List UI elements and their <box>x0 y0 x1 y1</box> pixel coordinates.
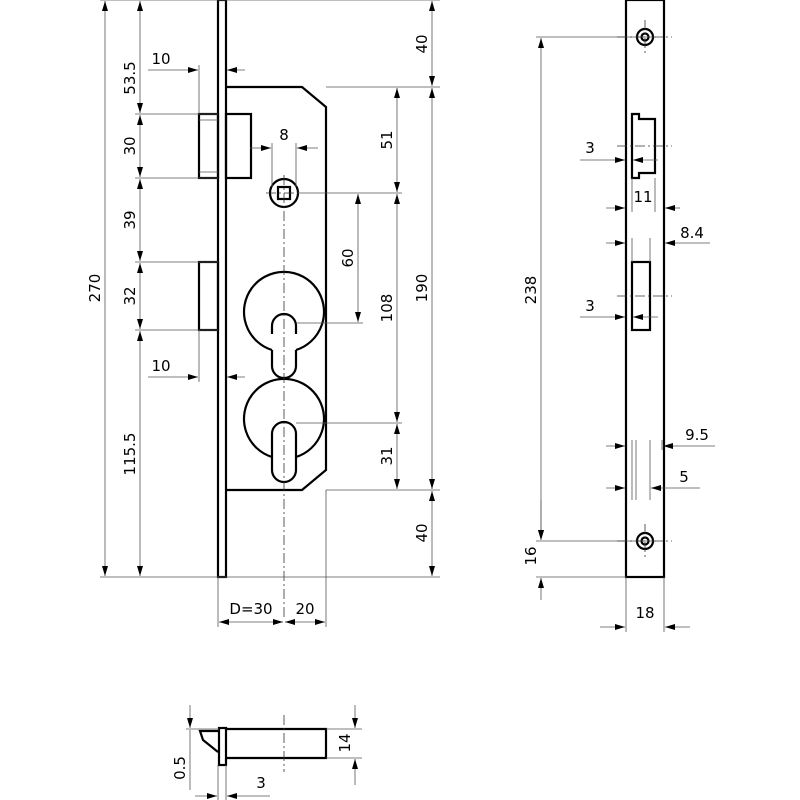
lock-case <box>226 85 328 492</box>
dim-backset-to-edge: 20 <box>295 600 314 618</box>
dim-offset: 3 <box>256 774 266 792</box>
dim-latch-height: 30 <box>121 136 139 155</box>
dim-spindle-to-cylinder2: 108 <box>378 294 396 323</box>
dim-latch-to-bolt: 39 <box>121 210 139 229</box>
side-view: 238 16 18 3 11 8.4 3 9.5 5 <box>522 0 715 632</box>
dim-bolt-to-bottom: 115.5 <box>121 433 139 476</box>
dim-body-height: 14 <box>336 733 354 752</box>
latch-opening <box>630 112 657 180</box>
dim-top-to-spindle: 51 <box>378 130 396 149</box>
dim-screw-to-bottom: 16 <box>522 546 540 565</box>
dim-bottom-offset: 40 <box>413 523 431 542</box>
dim-bolt-projection: 10 <box>151 357 170 375</box>
lock-body-bottom <box>226 727 328 760</box>
faceplate-bottom <box>217 726 228 767</box>
dim-latch-offset: 3 <box>585 139 595 157</box>
dim-total-height: 270 <box>86 274 104 303</box>
dim-bolt-height: 32 <box>121 286 139 305</box>
dim-slot-offset: 8.4 <box>680 224 704 242</box>
dim-backset: D=30 <box>229 600 272 618</box>
latch-hook <box>198 729 219 753</box>
dim-plate-thickness: 0.5 <box>171 756 189 780</box>
dim-latch-projection: 10 <box>151 50 170 68</box>
front-view: 270 53.5 30 39 32 115.5 10 10 8 40 190 4… <box>86 0 440 627</box>
latch-housing <box>224 112 253 180</box>
dim-width-5: 5 <box>679 468 689 486</box>
faceplate <box>216 0 228 579</box>
bottom-view: 0.5 14 3 <box>171 705 362 800</box>
dead-bolt <box>197 260 220 332</box>
dim-spindle-to-cylinder1: 60 <box>339 248 357 267</box>
dim-cylinder2-to-bottom: 31 <box>378 446 396 465</box>
dim-top-to-latch: 53.5 <box>121 61 139 94</box>
faceplate-side <box>624 0 666 579</box>
dim-width-9-5: 9.5 <box>685 426 709 444</box>
latch-bolt <box>197 112 220 180</box>
dim-top-offset: 40 <box>413 34 431 53</box>
dim-bolt-offset: 3 <box>585 297 595 315</box>
dim-latch-width: 11 <box>633 188 652 206</box>
dim-screw-spacing: 238 <box>522 276 540 305</box>
dim-plate-width: 18 <box>635 604 654 622</box>
dim-case-height: 190 <box>413 274 431 303</box>
dim-spindle-square: 8 <box>279 126 289 144</box>
